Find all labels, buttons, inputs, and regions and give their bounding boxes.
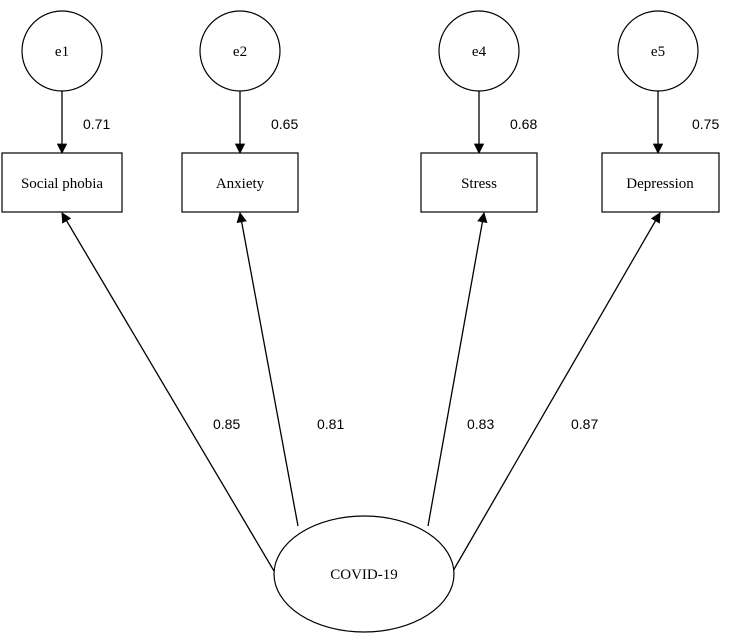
error-loading-e1: 0.71 (83, 116, 110, 132)
indicator-node-depression: Depression (601, 152, 720, 213)
error-node-e5: e5 (617, 10, 699, 92)
loading-stress: 0.83 (467, 416, 494, 432)
svg-text:e1: e1 (55, 44, 69, 60)
svg-text:COVID-19: COVID-19 (330, 567, 398, 583)
error-node-e4: e4 (438, 10, 520, 92)
error-loading-e4: 0.68 (510, 116, 537, 132)
error-loading-e5: 0.75 (692, 116, 719, 132)
latent-arrow-depression (452, 212, 661, 572)
error-loading-e2: 0.65 (271, 116, 298, 132)
loading-depression: 0.87 (571, 416, 598, 432)
latent-arrow-anxiety (236, 211, 299, 527)
loading-social-phobia: 0.85 (213, 416, 240, 432)
error-node-e2: e2 (199, 10, 281, 92)
svg-text:Anxiety: Anxiety (216, 176, 265, 192)
indicator-node-stress: Stress (420, 152, 538, 213)
svg-text:Stress: Stress (461, 176, 497, 192)
indicator-node-social-phobia: Social phobia (1, 152, 123, 213)
svg-text:Depression: Depression (626, 176, 694, 192)
svg-text:e2: e2 (233, 44, 247, 60)
latent-arrow-social-phobia (61, 212, 275, 572)
latent-arrow-stress (427, 211, 488, 527)
svg-text:e4: e4 (472, 44, 487, 60)
svg-text:e5: e5 (651, 44, 665, 60)
svg-text:Social phobia: Social phobia (21, 176, 103, 192)
error-node-e1: e1 (21, 10, 103, 92)
loading-anxiety: 0.81 (317, 416, 344, 432)
latent-node-covid-19: COVID-19 (273, 515, 455, 633)
indicator-node-anxiety: Anxiety (181, 152, 299, 213)
